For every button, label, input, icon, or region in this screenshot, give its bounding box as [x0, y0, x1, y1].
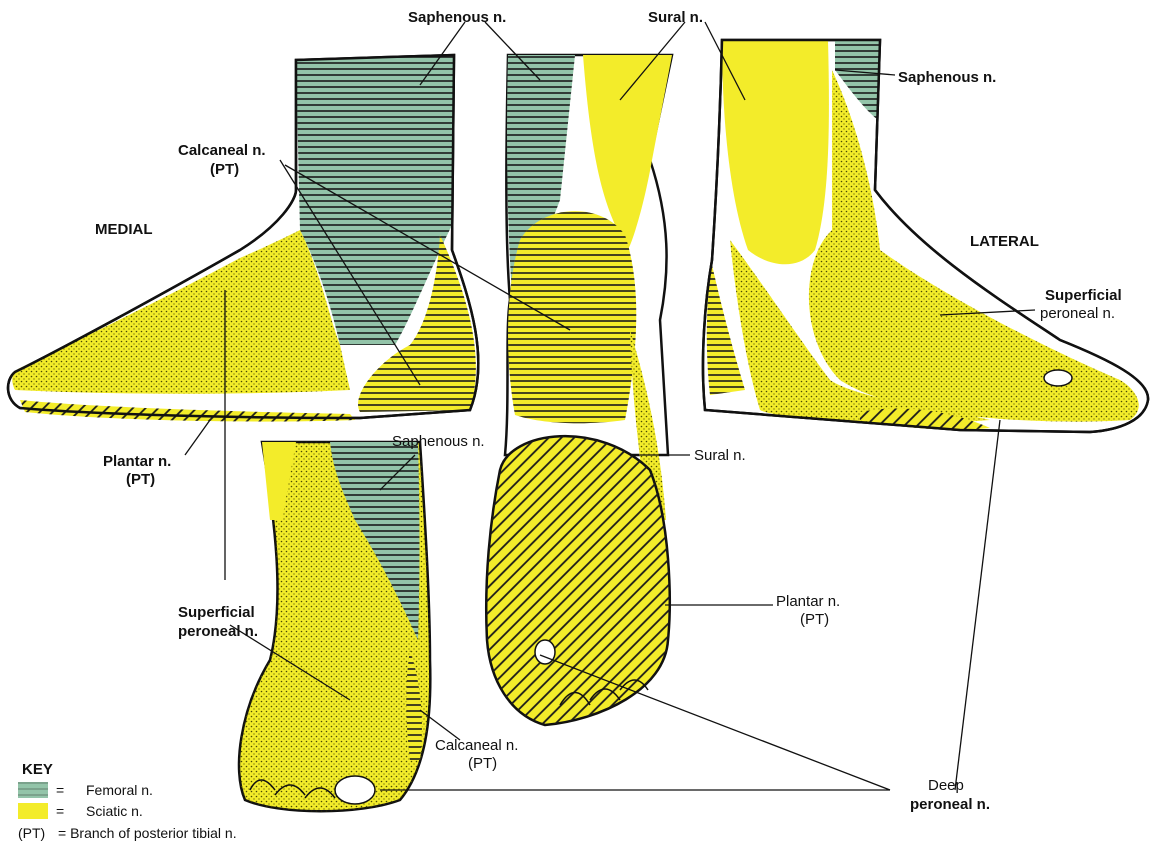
label-lateral: LATERAL	[970, 233, 1039, 250]
label-deep-1: Deep	[928, 777, 964, 794]
label-superficial-right-1: Superficial	[1045, 287, 1122, 304]
label-plantar-left: Plantar n.	[103, 453, 171, 470]
label-superficial-right-2: peroneal n.	[1040, 305, 1115, 322]
plantar-foot-view	[486, 436, 669, 725]
label-superficial-left-1: Superficial	[178, 604, 255, 621]
key-pt-symbol: (PT)	[18, 825, 45, 841]
label-saphenous-bottom: Saphenous n.	[392, 433, 485, 450]
label-saphenous-right: Saphenous n.	[898, 69, 996, 86]
key-text-sciatic: Sciatic n.	[86, 803, 143, 819]
label-superficial-left-2: peroneal n.	[178, 623, 258, 640]
label-calcaneal-top-pt: (PT)	[210, 161, 239, 178]
key-eq-sciatic: =	[56, 803, 64, 819]
legend-key: KEY = Femoral n. = Sciatic n. (PT) = Bra…	[18, 761, 237, 841]
label-plantar-right-pt: (PT)	[800, 611, 829, 628]
label-calcaneal-bottom: Calcaneal n.	[435, 737, 518, 754]
label-saphenous-top-left: Saphenous n.	[408, 9, 506, 26]
label-medial: MEDIAL	[95, 221, 153, 238]
label-calcaneal-bottom-pt: (PT)	[468, 755, 497, 772]
key-pt-text: = Branch of posterior tibial n.	[58, 825, 237, 841]
key-text-femoral: Femoral n.	[86, 782, 153, 798]
label-plantar-left-pt: (PT)	[126, 471, 155, 488]
label-sural-top: Sural n.	[648, 9, 703, 26]
key-swatch-sciatic	[18, 803, 48, 819]
label-calcaneal-top: Calcaneal n.	[178, 142, 266, 159]
key-eq-femoral: =	[56, 782, 64, 798]
label-sural-mid: Sural n.	[694, 447, 746, 464]
lateral-foot-view	[703, 40, 1148, 432]
dorsal-foot-view	[239, 442, 430, 811]
label-deep-2: peroneal n.	[910, 796, 990, 813]
label-plantar-right: Plantar n.	[776, 593, 840, 610]
key-title: KEY	[22, 761, 53, 778]
